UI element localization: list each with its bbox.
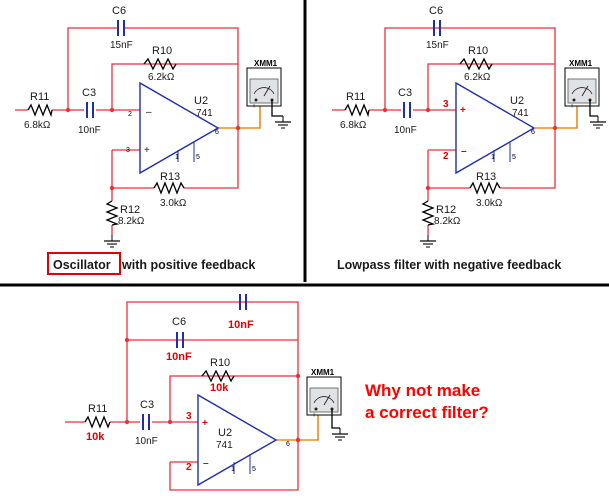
osc-pin-3: 3 <box>126 147 130 154</box>
osc-pin-5: 5 <box>196 154 200 161</box>
osc-u2-part: 741 <box>196 108 213 119</box>
lp-pin-6: 6 <box>531 129 535 136</box>
oscillator-caption-rest: with positive feedback <box>121 258 255 272</box>
lp-u2-name: U2 <box>510 95 524 107</box>
osc-u2-name: U2 <box>194 95 208 107</box>
bottom-u2-part: 741 <box>216 440 233 451</box>
question-line-1: Why not make <box>365 381 480 400</box>
lp-c3-value: 10nF <box>394 125 417 136</box>
osc-r12-name: R12 <box>120 204 140 216</box>
svg-text:–: – <box>461 146 467 157</box>
osc-r11-name: R11 <box>30 91 49 103</box>
lp-c6-value: 15nF <box>426 40 449 51</box>
bottom-pin-2: 2 <box>186 462 192 473</box>
osc-r13-name: R13 <box>160 171 180 183</box>
osc-c6-value: 15nF <box>110 40 133 51</box>
bottom-c6-value: 10nF <box>166 351 192 363</box>
lp-r12-name: R12 <box>436 204 456 216</box>
lp-r10-name: R10 <box>468 45 488 57</box>
bottom-pin-6: 6 <box>286 441 290 448</box>
lp-r10-value: 6.2kΩ <box>464 72 491 83</box>
osc-c3-value: 10nF <box>78 125 101 136</box>
bottom-pin-3: 3 <box>186 411 192 422</box>
bottom-c6-name: C6 <box>172 316 186 328</box>
osc-pin-2: 2 <box>128 111 132 118</box>
bottom-pin-5: 5 <box>252 466 256 473</box>
lp-r13-value: 3.0kΩ <box>476 198 503 209</box>
oscillator-highlight-box <box>47 252 121 275</box>
lowpass-caption: Lowpass filter with negative feedback <box>337 258 561 272</box>
osc-r12-value: 8.2kΩ <box>118 216 145 227</box>
lp-c3-name: C3 <box>398 87 412 99</box>
bottom-r11-name: R11 <box>88 403 107 415</box>
osc-c3-name: C3 <box>82 87 96 99</box>
osc-r10-name: R10 <box>152 45 172 57</box>
oscillator-caption-keyword: Oscillator <box>53 258 111 272</box>
svg-text:+: + <box>202 418 208 429</box>
bottom-u2-name: U2 <box>218 427 232 439</box>
osc-c6-name: C6 <box>112 5 126 17</box>
lp-pin-2: 2 <box>443 151 449 162</box>
osc-pin-4: 1 <box>175 154 179 161</box>
correct-filter-circuit: + – <box>65 294 349 491</box>
svg-text:–: – <box>146 107 152 118</box>
bottom-pin-1: 1 <box>231 466 235 473</box>
bottom-c3-value: 10nF <box>135 436 158 447</box>
lp-c6-name: C6 <box>429 5 443 17</box>
bottom-r11-value: 10k <box>86 431 105 443</box>
oscillator-circuit: – + <box>15 20 292 248</box>
lp-meter-name: XMM1 <box>569 59 593 68</box>
osc-r13-value: 3.0kΩ <box>160 198 187 209</box>
lp-pin-3: 3 <box>443 99 449 110</box>
lp-pin-1: 1 <box>491 154 495 161</box>
osc-pin-6: 6 <box>215 129 219 136</box>
lp-u2-part: 741 <box>512 108 529 119</box>
osc-r10-value: 6.2kΩ <box>148 72 175 83</box>
bottom-meter-name: XMM1 <box>311 368 335 377</box>
svg-text:+: + <box>460 105 466 116</box>
bottom-r10-value: 10k <box>210 382 229 394</box>
svg-text:+: + <box>144 145 150 156</box>
question-line-2: a correct filter? <box>365 403 489 422</box>
osc-meter-name: XMM1 <box>254 59 278 68</box>
lp-r13-name: R13 <box>476 171 496 183</box>
lp-r12-value: 8.2kΩ <box>434 216 461 227</box>
bottom-extra-cap-value: 10nF <box>228 319 254 331</box>
lp-pin-5: 5 <box>512 154 516 161</box>
svg-text:–: – <box>203 458 209 469</box>
lp-r11-value: 6.8kΩ <box>340 120 367 131</box>
lp-r11-name: R11 <box>346 91 365 103</box>
osc-r11-value: 6.8kΩ <box>24 120 51 131</box>
bottom-r10-name: R10 <box>210 357 230 369</box>
bottom-c3-name: C3 <box>140 399 154 411</box>
lowpass-circuit: + – <box>332 20 607 248</box>
